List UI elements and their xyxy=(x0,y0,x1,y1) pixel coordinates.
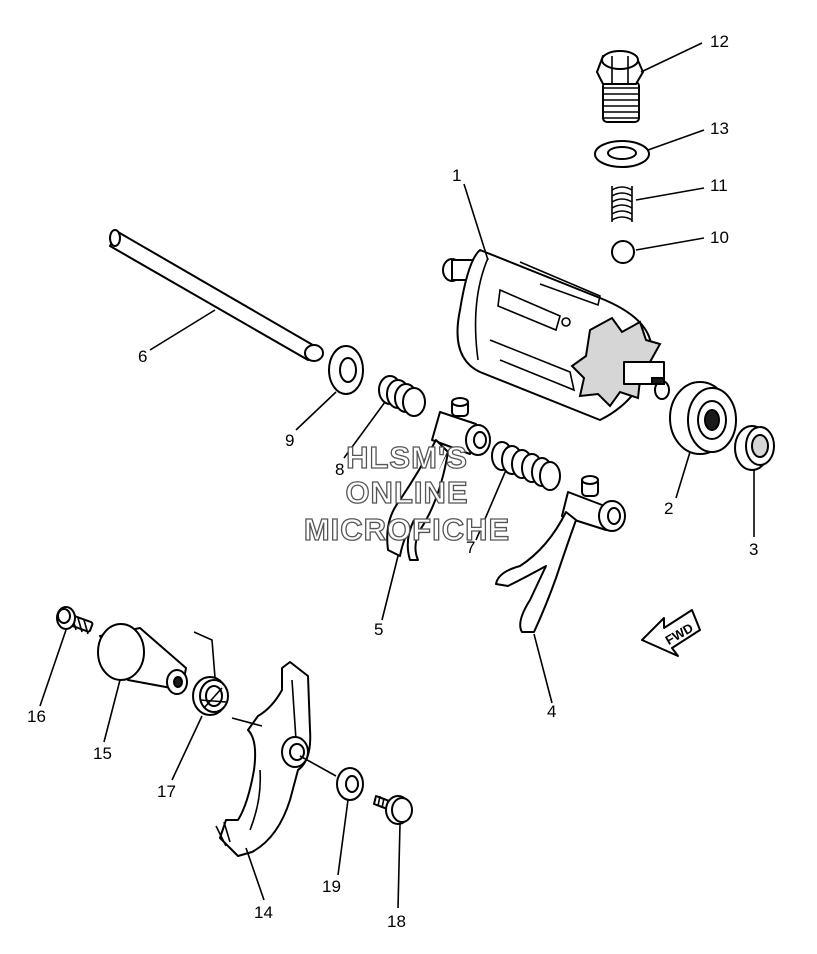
callout-16: 16 xyxy=(27,707,46,726)
shift-lever-14[interactable] xyxy=(215,661,312,857)
bolt-12[interactable] xyxy=(596,50,644,123)
callout-19: 19 xyxy=(322,877,341,896)
callout-15: 15 xyxy=(93,744,112,763)
callout-3: 3 xyxy=(749,540,758,559)
shaft-6[interactable] xyxy=(109,229,324,362)
ball-10[interactable] xyxy=(611,240,635,264)
leader-lines xyxy=(39,42,755,909)
callout-7: 7 xyxy=(466,538,475,557)
torsion-spring-17[interactable] xyxy=(192,631,229,716)
callout-18: 18 xyxy=(387,912,406,931)
watermark-line-2: ONLINE xyxy=(345,475,468,510)
seal-3[interactable] xyxy=(734,425,775,471)
callout-2: 2 xyxy=(664,499,673,518)
washer-19[interactable] xyxy=(336,767,364,801)
shift-fork-5[interactable] xyxy=(386,397,491,561)
watermark-line-1: HLSM'S xyxy=(346,440,468,475)
shift-fork-4[interactable] xyxy=(495,475,626,633)
callout-10: 10 xyxy=(710,228,729,247)
spring-11[interactable] xyxy=(611,186,633,222)
callout-1: 1 xyxy=(452,166,461,185)
fwd-arrow-icon: FWD xyxy=(641,609,701,657)
watermark-line-3: MICROFICHE xyxy=(304,512,510,547)
callout-17: 17 xyxy=(157,782,176,801)
watermark: HLSM'S ONLINE MICROFICHE xyxy=(303,439,510,547)
collar-15[interactable] xyxy=(97,623,188,695)
callout-11: 11 xyxy=(710,176,728,195)
callout-13: 13 xyxy=(710,119,729,138)
callout-8: 8 xyxy=(335,460,344,479)
callout-12: 12 xyxy=(710,32,729,51)
callout-4: 4 xyxy=(547,702,556,721)
bearing-2[interactable] xyxy=(669,381,737,455)
bolt-16[interactable] xyxy=(56,606,94,635)
callout-5: 5 xyxy=(374,620,383,639)
shift-drum-1[interactable] xyxy=(442,249,670,421)
spring-7[interactable] xyxy=(491,441,561,491)
bolt-18[interactable] xyxy=(373,795,413,825)
callout-9: 9 xyxy=(285,431,294,450)
callout-6: 6 xyxy=(138,347,147,366)
callout-numbers: 12 13 11 10 1 2 3 6 9 8 7 5 4 16 15 17 1… xyxy=(27,32,758,931)
callout-14: 14 xyxy=(254,903,273,922)
washer-13[interactable] xyxy=(594,140,650,168)
spring-8[interactable] xyxy=(378,375,426,417)
washer-9[interactable] xyxy=(328,345,364,395)
